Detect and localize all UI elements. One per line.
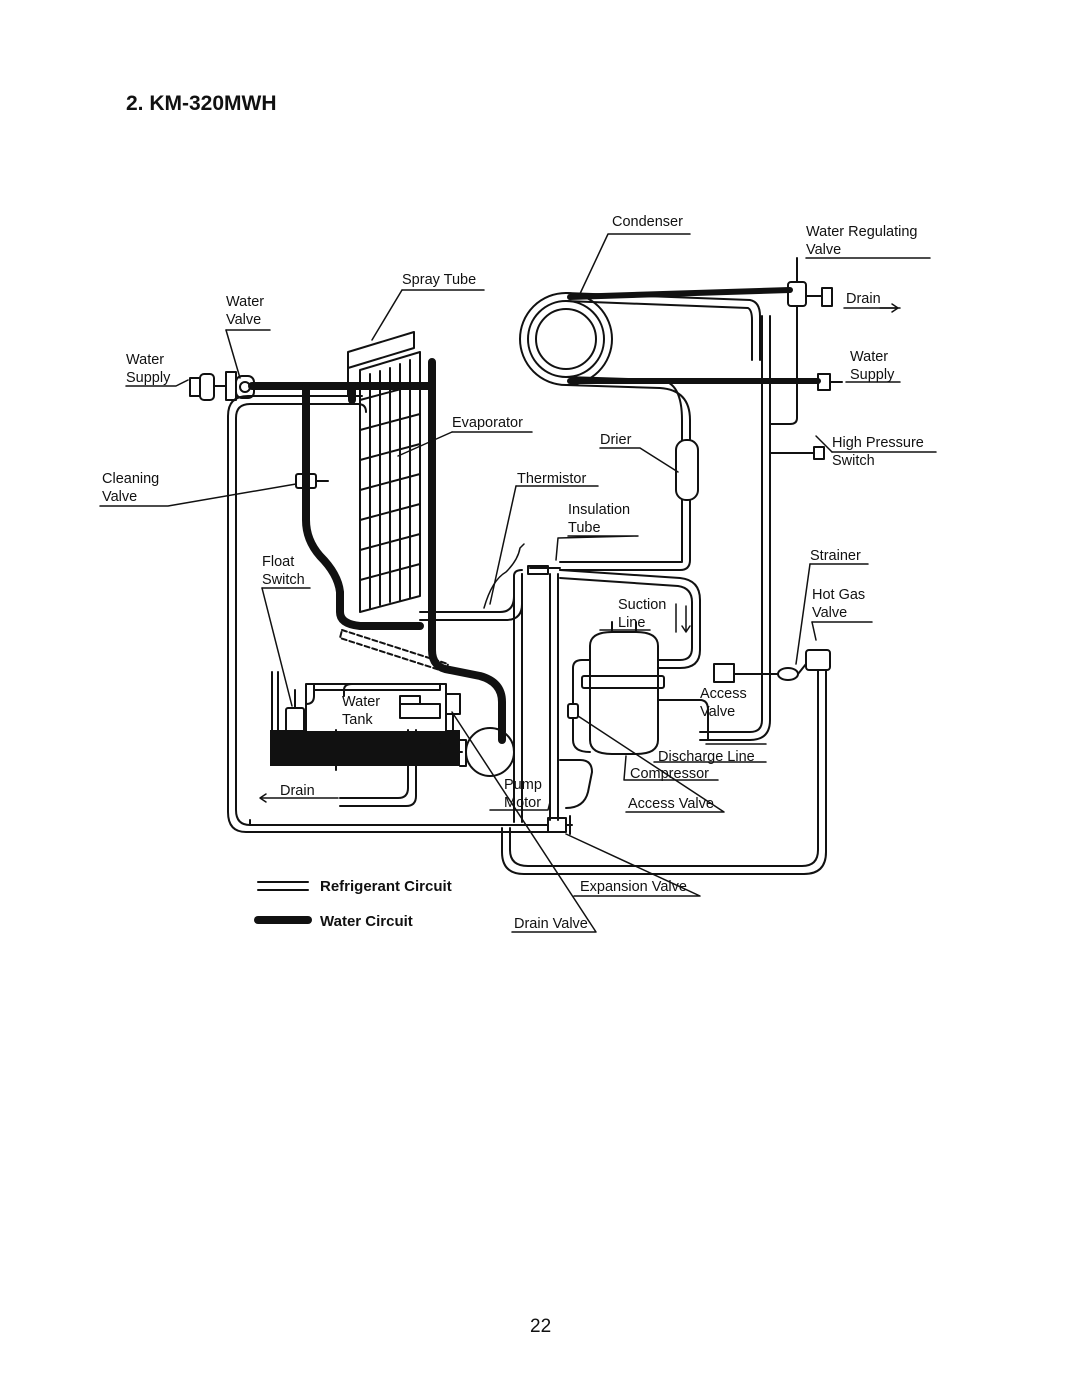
label-strainer: Strainer [810, 548, 861, 564]
pump-return-pipe [439, 743, 463, 753]
legend-refrigerant-symbol [257, 881, 309, 891]
label-water-valve: Water [226, 294, 264, 310]
label-water-supply-left-2: Supply [126, 370, 171, 386]
high-pressure-switch [769, 446, 825, 460]
label-access-valve-lower: Access Valve [628, 796, 714, 812]
label-high-pressure-switch-2: Switch [832, 453, 875, 469]
label-insulation-tube-2: Tube [568, 520, 601, 536]
label-water-regulating-valve: Water Regulating [806, 224, 918, 240]
insulation-tube [513, 565, 561, 823]
leader-lines [99, 233, 937, 933]
access-valve-upper [713, 663, 735, 683]
hot-gas-valve [501, 649, 831, 875]
label-spray-tube: Spray Tube [402, 272, 476, 288]
label-drain-left: Drain [280, 783, 315, 799]
thermistor-wire [483, 543, 525, 609]
label-water-regulating-valve-2: Valve [806, 242, 841, 258]
cleaning-valve [295, 473, 329, 489]
page-number: 22 [530, 1316, 552, 1337]
label-cleaning-valve: Cleaning [102, 471, 159, 487]
condenser-water-line [567, 287, 793, 300]
label-high-pressure-switch: High Pressure [832, 435, 924, 451]
label-discharge-line: Discharge Line [658, 749, 755, 765]
label-compressor: Compressor [630, 766, 709, 782]
label-water-tank: Water [342, 694, 380, 710]
label-cleaning-valve-2: Valve [102, 489, 137, 505]
legend-water-label: Water Circuit [320, 913, 413, 930]
label-drain-right: Drain [846, 291, 881, 307]
label-access-valve-upper-2: Valve [700, 704, 735, 720]
float-switch [271, 671, 305, 761]
strainer [761, 663, 807, 681]
left-water-supply-fitting [189, 371, 255, 401]
evaporator-outlet [419, 569, 523, 621]
refrigerant-loop-left [227, 395, 549, 833]
label-suction-line-2: Line [618, 615, 645, 631]
label-access-valve-upper: Access [700, 686, 747, 702]
access-valve-lower [567, 659, 591, 753]
page-title: 2. KM-320MWH [126, 92, 277, 115]
flow-arrows [259, 303, 899, 803]
label-float-switch-2: Switch [262, 572, 305, 588]
water-tank [270, 683, 460, 771]
compressor [581, 621, 665, 755]
label-float-switch: Float [262, 554, 294, 570]
label-water-tank-2: Tank [342, 712, 373, 728]
label-thermistor: Thermistor [517, 471, 586, 487]
guide-plate [339, 629, 449, 673]
label-water-supply-right-2: Supply [850, 367, 895, 383]
label-hot-gas-valve: Hot Gas [812, 587, 865, 603]
legend-refrigerant-label: Refrigerant Circuit [320, 878, 452, 895]
label-pump-motor-2: Motor [504, 795, 541, 811]
label-hot-gas-valve-2: Valve [812, 605, 847, 621]
condenser-coil [519, 292, 761, 441]
right-water-supply-fitting [817, 373, 843, 391]
drain-pipe [339, 683, 421, 807]
label-drier: Drier [600, 432, 632, 448]
discharge-line-right [699, 315, 771, 741]
discharge-line-right-inner [699, 315, 763, 733]
label-condenser: Condenser [612, 214, 683, 230]
label-water-supply-left: Water [126, 352, 164, 368]
drain-valve [445, 693, 461, 731]
label-expansion-valve: Expansion Valve [580, 879, 687, 895]
pump-motor [459, 727, 515, 777]
label-water-supply-right: Water [850, 349, 888, 365]
water-regulating-valve [769, 257, 833, 425]
label-drain-valve: Drain Valve [514, 916, 588, 932]
suction-line [559, 569, 701, 669]
label-pump-motor: Pump [504, 777, 542, 793]
label-suction-line: Suction [618, 597, 666, 613]
discharge-line [657, 699, 709, 741]
expansion-valve [547, 759, 593, 835]
label-insulation-tube: Insulation [568, 502, 630, 518]
label-water-valve-2: Valve [226, 312, 261, 328]
evaporator [347, 331, 421, 613]
label-evaporator: Evaporator [452, 415, 523, 431]
